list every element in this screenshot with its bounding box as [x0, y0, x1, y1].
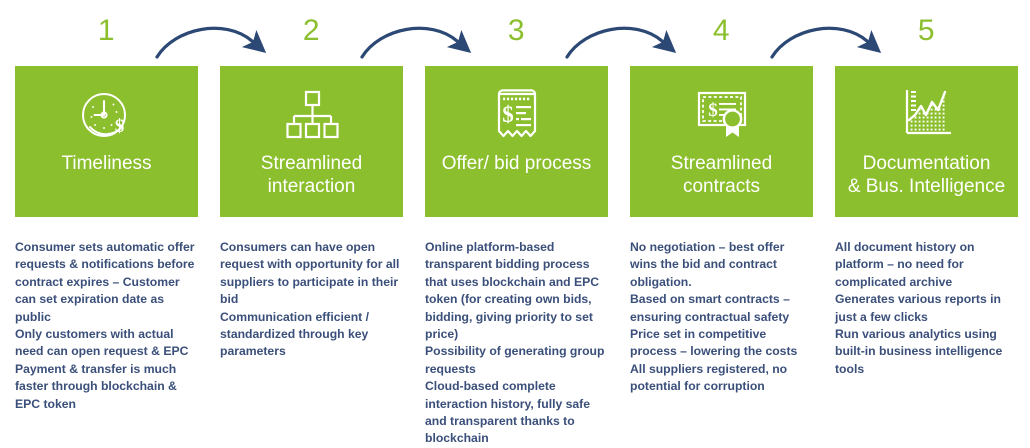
step-card-3[interactable]: $ Offer/ bid process [425, 66, 608, 217]
clock-money-icon: $ [78, 84, 136, 146]
step-number-1: 1 [97, 14, 116, 47]
hierarchy-icon [283, 84, 341, 146]
step-column-5: 5 [835, 0, 1018, 378]
svg-text:$: $ [708, 100, 718, 121]
step-description-5: All document history on platform – no ne… [835, 240, 1003, 376]
step-description-4: No negotiation – best offer wins the bid… [630, 240, 798, 394]
step-description-2: Consumers can have open request with opp… [220, 240, 400, 359]
step-description-3: Online platform-based transparent biddin… [425, 240, 605, 446]
step-number-5: 5 [917, 14, 936, 47]
step-column-4: 4 $ Stream [630, 0, 813, 396]
invoice-receipt-icon: $ [488, 84, 546, 146]
step-card-4[interactable]: $ Streamlined contracts [630, 66, 813, 217]
step-card-1[interactable]: $ Timeliness [15, 66, 198, 217]
certificate-seal-icon: $ [693, 84, 751, 146]
step-number-2: 2 [302, 14, 321, 47]
step-column-3: 3 $ [425, 0, 608, 448]
step-column-1: 1 [15, 0, 198, 413]
step-column-2: 2 Streamlined interaction [220, 0, 403, 361]
steps-container: 1 [15, 0, 1020, 445]
step-title-5: Documentation & Bus. Intelligence [847, 153, 1006, 197]
process-steps-infographic: 1 [15, 0, 1020, 445]
step-card-2[interactable]: Streamlined interaction [220, 66, 403, 217]
step-description-1: Consumer sets automatic offer requests &… [15, 240, 195, 411]
step-title-1: Timeliness [61, 153, 152, 174]
step-title-2: Streamlined interaction [260, 153, 363, 197]
step-number-4: 4 [712, 14, 731, 47]
step-number-3: 3 [507, 14, 526, 47]
svg-text:$: $ [114, 116, 124, 137]
step-card-5[interactable]: Documentation & Bus. Intelligence [835, 66, 1018, 217]
step-title-3: Offer/ bid process [441, 153, 592, 174]
svg-text:$: $ [502, 102, 514, 127]
area-chart-icon [898, 84, 956, 146]
step-title-4: Streamlined contracts [670, 153, 773, 197]
